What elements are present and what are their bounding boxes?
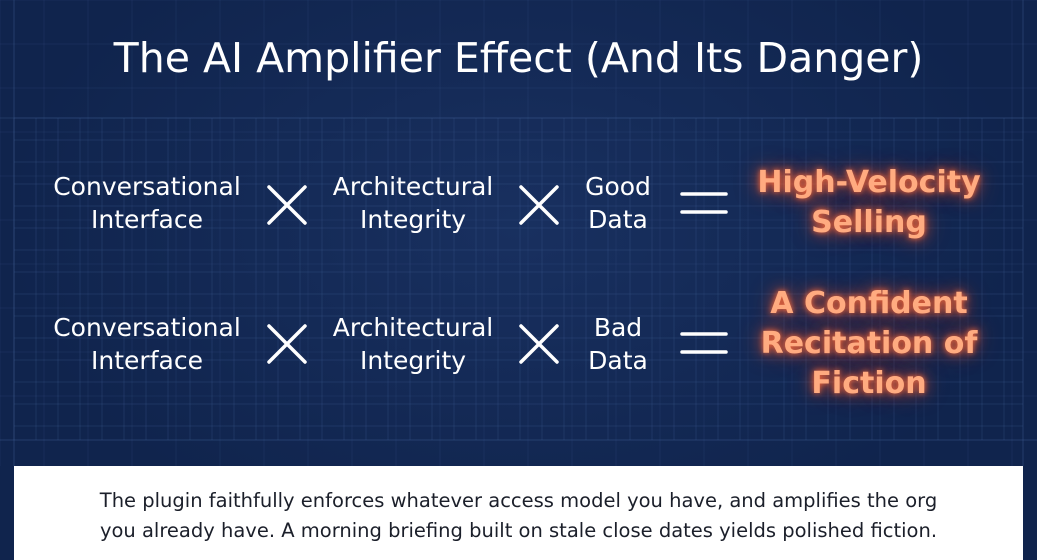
term-architectural-integrity: Architectural Integrity <box>318 170 508 236</box>
multiply-icon <box>267 185 307 225</box>
multiply-icon <box>519 324 559 364</box>
term-line: Architectural <box>332 172 494 201</box>
caption-text: The plugin faithfully enforces whatever … <box>14 486 1023 546</box>
term-line: Integrity <box>359 346 467 375</box>
caption-line: you already have. A morning briefing bui… <box>99 519 938 542</box>
term-conversational-interface: Conversational Interface <box>38 170 256 236</box>
term-line: Interface <box>91 205 203 234</box>
result-line: A Confident <box>770 286 968 321</box>
caption-panel: The plugin faithfully enforces whatever … <box>14 466 1023 560</box>
term-line: Conversational <box>53 172 241 201</box>
term-architectural-integrity: Architectural Integrity <box>318 311 508 377</box>
caption-line: The plugin faithfully enforces whatever … <box>99 489 938 512</box>
slide-title: The AI Amplifier Effect (And Its Danger) <box>113 34 924 82</box>
term-line: Architectural <box>332 313 494 342</box>
result-high-velocity-selling: High-Velocity Selling <box>738 163 1000 243</box>
term-data-quality: Bad Data <box>568 311 668 377</box>
term-line: Integrity <box>359 205 467 234</box>
result-line: Recitation of <box>760 326 978 361</box>
result-line: High-Velocity <box>757 165 981 200</box>
equals-icon <box>680 192 728 214</box>
term-line: Conversational <box>53 313 241 342</box>
result-line: Fiction <box>811 366 927 401</box>
equals-icon <box>680 332 728 354</box>
term-line: Good <box>585 172 651 201</box>
term-line: Interface <box>91 346 203 375</box>
result-line: Selling <box>811 205 927 240</box>
term-data-quality: Good Data <box>568 170 668 236</box>
result-confident-recitation-of-fiction: A Confident Recitation of Fiction <box>738 284 1000 404</box>
multiply-icon <box>519 185 559 225</box>
term-line: Bad <box>593 313 643 342</box>
term-conversational-interface: Conversational Interface <box>38 311 256 377</box>
term-line: Data <box>588 346 648 375</box>
multiply-icon <box>267 324 307 364</box>
term-line: Data <box>588 205 648 234</box>
